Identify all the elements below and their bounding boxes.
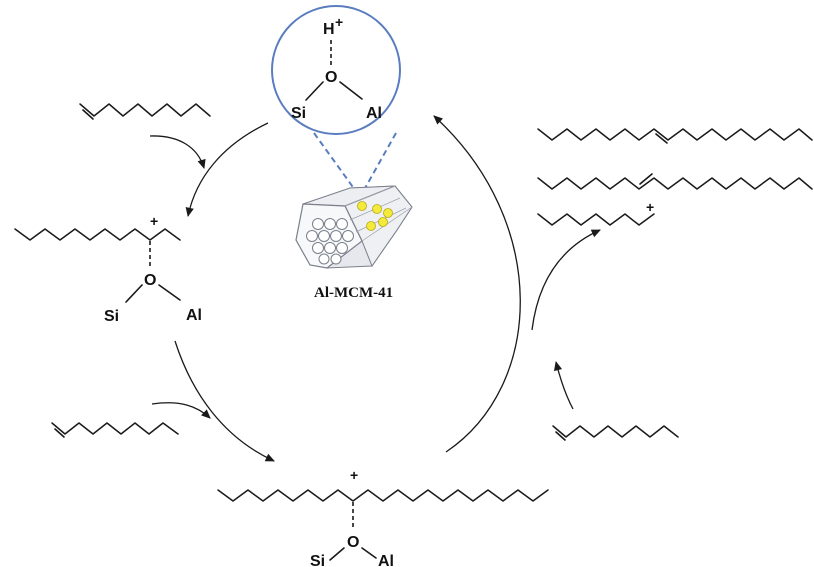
bridging-oxygen-left: O	[144, 272, 156, 289]
product-carbenium	[537, 213, 655, 226]
si-o-bond	[305, 81, 324, 101]
silicon-atom-left: Si	[104, 308, 119, 325]
product-alkene-1	[537, 128, 813, 141]
catalyst-label: Al-MCM-41	[314, 285, 393, 301]
carbenium-chain-left	[14, 228, 181, 241]
carbenium-charge-left: +	[150, 213, 158, 229]
catalyst-prism	[295, 185, 413, 269]
acid-site-particles	[357, 201, 393, 231]
cycle-arrow-carbenium-to-dimer	[174, 340, 275, 462]
o-al-bond-bottom	[361, 547, 377, 559]
arrow-alkene-in-3	[553, 360, 574, 410]
dimer-carbenium-charge: +	[350, 467, 358, 483]
o-al-bond-left	[158, 284, 181, 301]
reactant-alkene-middle	[51, 422, 179, 435]
reactant-alkene-middle-double-bond	[54, 428, 65, 438]
mesopore-channels	[306, 218, 354, 265]
proton-charge: +	[335, 14, 343, 30]
aluminum-atom-bottom: Al	[378, 553, 394, 567]
product-alkene-2-double-bond	[639, 173, 653, 185]
reactant-alkene-bottom-right-double-bond	[555, 431, 566, 441]
reactant-alkene-bottom-right	[552, 425, 679, 438]
arrow-product-out	[531, 229, 601, 331]
zoom-line-right	[363, 132, 397, 191]
product-alkene-2	[537, 177, 813, 190]
o-al-bond	[339, 81, 363, 100]
silicon-atom: Si	[291, 105, 306, 122]
cycle-arrow-site-to-carbenium	[185, 122, 269, 218]
silicon-atom-bottom: Si	[310, 553, 325, 567]
product-carbenium-charge: +	[646, 199, 654, 215]
dimer-carbenium-chain	[217, 489, 549, 502]
cycle-arrow-dimer-to-site	[433, 115, 521, 453]
product-alkene-1-double-bond	[655, 133, 668, 144]
reactant-alkene-top	[79, 103, 211, 117]
si-o-bond-left	[125, 284, 143, 303]
bridging-oxygen: O	[325, 69, 337, 86]
arrow-alkene-in-2	[151, 402, 211, 419]
si-o-bond-bottom	[329, 547, 345, 561]
bridging-oxygen-bottom: O	[347, 534, 359, 551]
aluminum-atom: Al	[366, 105, 382, 122]
magnify-circle	[271, 5, 401, 135]
zoom-line-left	[313, 132, 356, 191]
aluminum-atom-left: Al	[186, 307, 202, 324]
arrow-alkene-in-1	[149, 135, 206, 169]
acid-site-magnified: H + O Si Al	[271, 5, 401, 135]
reactant-alkene-top-double-bond	[82, 109, 94, 120]
proton-h: H	[323, 21, 335, 38]
